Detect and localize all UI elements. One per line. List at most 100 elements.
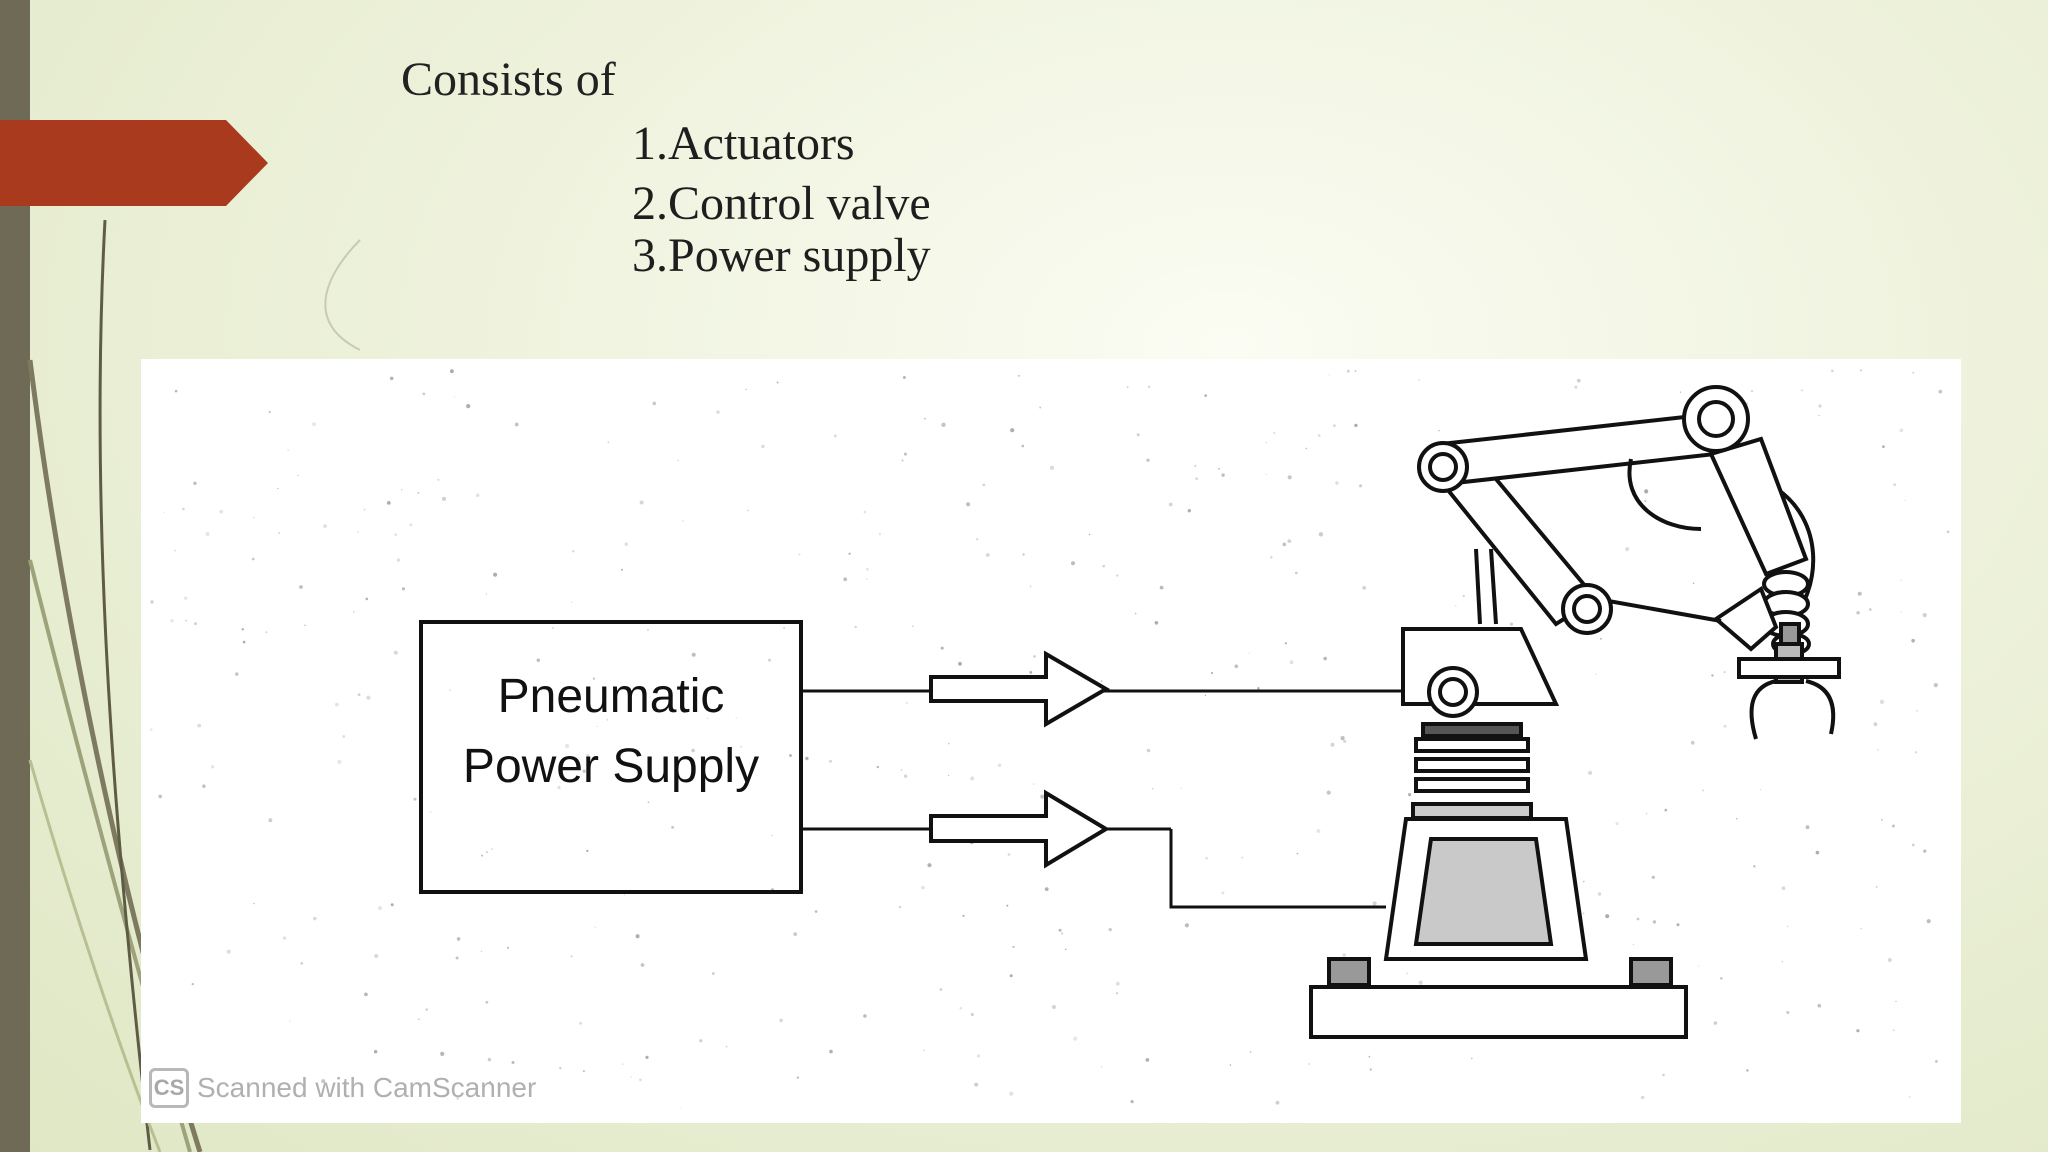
scan-speck <box>579 1021 582 1025</box>
scan-speck <box>843 577 848 582</box>
scan-speck <box>393 650 398 655</box>
scan-speck <box>699 1039 703 1043</box>
scan-speck <box>1856 611 1860 615</box>
scan-speck <box>1892 824 1895 828</box>
watermark-text: Scanned with CamScanner <box>197 1072 537 1103</box>
scan-speck <box>1039 406 1042 409</box>
scan-speck <box>866 567 869 571</box>
scan-speck <box>1690 740 1695 745</box>
scan-speck <box>1645 813 1648 815</box>
scan-speck <box>1914 751 1918 754</box>
scan-speck <box>1923 849 1927 853</box>
scan-speck <box>725 1045 728 1048</box>
scan-speck <box>898 905 902 909</box>
scan-speck <box>959 1007 963 1010</box>
scan-speck <box>1938 389 1943 394</box>
scan-speck <box>456 937 461 941</box>
scan-speck <box>572 550 575 553</box>
scan-speck <box>958 661 962 666</box>
scan-speck <box>1335 481 1339 485</box>
scan-speck <box>1369 1068 1372 1071</box>
scan-speck <box>1022 553 1025 556</box>
scan-speck <box>1151 787 1154 790</box>
scan-speck <box>194 622 197 626</box>
scan-speck <box>828 759 833 763</box>
scan-speck <box>450 369 454 374</box>
scan-speck <box>1265 441 1268 444</box>
scan-speck <box>779 1018 783 1023</box>
scan-speck <box>1326 790 1331 795</box>
scan-speck <box>1818 404 1822 408</box>
scan-speck <box>735 717 738 719</box>
scan-speck <box>620 568 623 571</box>
scan-speck <box>966 502 971 507</box>
scan-speck <box>1009 1091 1014 1096</box>
scan-speck <box>1249 1051 1252 1053</box>
scan-speck <box>1751 390 1753 392</box>
scan-speck <box>1583 880 1585 883</box>
scan-speck <box>623 894 625 896</box>
scan-speck <box>364 992 368 997</box>
scan-speck <box>1735 817 1738 820</box>
scan-speck <box>606 719 609 721</box>
scan-speck <box>912 625 914 627</box>
scan-speck <box>453 396 456 398</box>
scan-speck <box>481 854 483 857</box>
scan-speck <box>1029 585 1032 587</box>
scan-speck <box>1342 953 1346 957</box>
scan-speck <box>1194 464 1197 468</box>
scan-speck <box>191 983 194 986</box>
scan-speck <box>300 962 303 965</box>
scan-speck <box>1857 591 1862 596</box>
scan-speck <box>863 510 867 514</box>
diagram-line-art <box>149 369 1950 1109</box>
scan-speck <box>745 388 747 391</box>
scan-speck <box>1284 642 1287 645</box>
scan-speck <box>863 1014 867 1018</box>
scan-speck <box>1275 1100 1280 1105</box>
scan-speck <box>235 672 239 676</box>
list-item-power-supply: 3.Power supply <box>632 229 931 282</box>
scan-speck <box>1679 391 1681 393</box>
scan-speck <box>1316 829 1321 833</box>
scan-speck <box>1632 943 1635 946</box>
scan-speck <box>1346 369 1350 373</box>
scan-speck <box>982 483 986 487</box>
scan-speck <box>536 658 540 662</box>
scan-speck <box>1916 710 1918 712</box>
scan-speck <box>940 646 944 650</box>
scan-speck <box>1900 579 1903 582</box>
scan-speck <box>485 1000 489 1004</box>
scan-speck <box>1904 499 1907 502</box>
scan-speck <box>768 658 771 662</box>
scan-speck <box>485 593 487 595</box>
scan-speck <box>1922 613 1927 618</box>
scan-speck <box>466 404 471 409</box>
scan-speck <box>268 410 271 414</box>
scan-speck <box>401 489 403 491</box>
scan-speck <box>1640 1095 1645 1100</box>
scan-speck <box>878 533 881 536</box>
scan-speck <box>970 1013 974 1016</box>
scan-speck <box>582 1070 585 1073</box>
scan-speck <box>962 914 965 917</box>
scan-speck <box>511 1061 515 1064</box>
scan-speck <box>559 1067 562 1070</box>
scan-speck <box>1817 1003 1822 1008</box>
scan-speck <box>425 1008 429 1011</box>
scan-speck <box>1831 369 1834 373</box>
scan-speck <box>927 863 932 868</box>
scan-speck <box>1050 465 1054 470</box>
scan-speck <box>226 949 231 954</box>
scan-speck <box>265 631 268 634</box>
scan-speck <box>418 1018 420 1020</box>
scan-speck <box>1644 499 1647 503</box>
scan-speck <box>1720 977 1723 980</box>
scan-speck <box>386 501 391 505</box>
scan-speck <box>1180 787 1182 789</box>
scan-speck <box>1815 850 1820 855</box>
scan-speck <box>1935 1060 1938 1063</box>
scan-speck <box>1234 664 1239 669</box>
scan-speck <box>570 601 573 604</box>
scan-speck <box>1574 385 1578 389</box>
